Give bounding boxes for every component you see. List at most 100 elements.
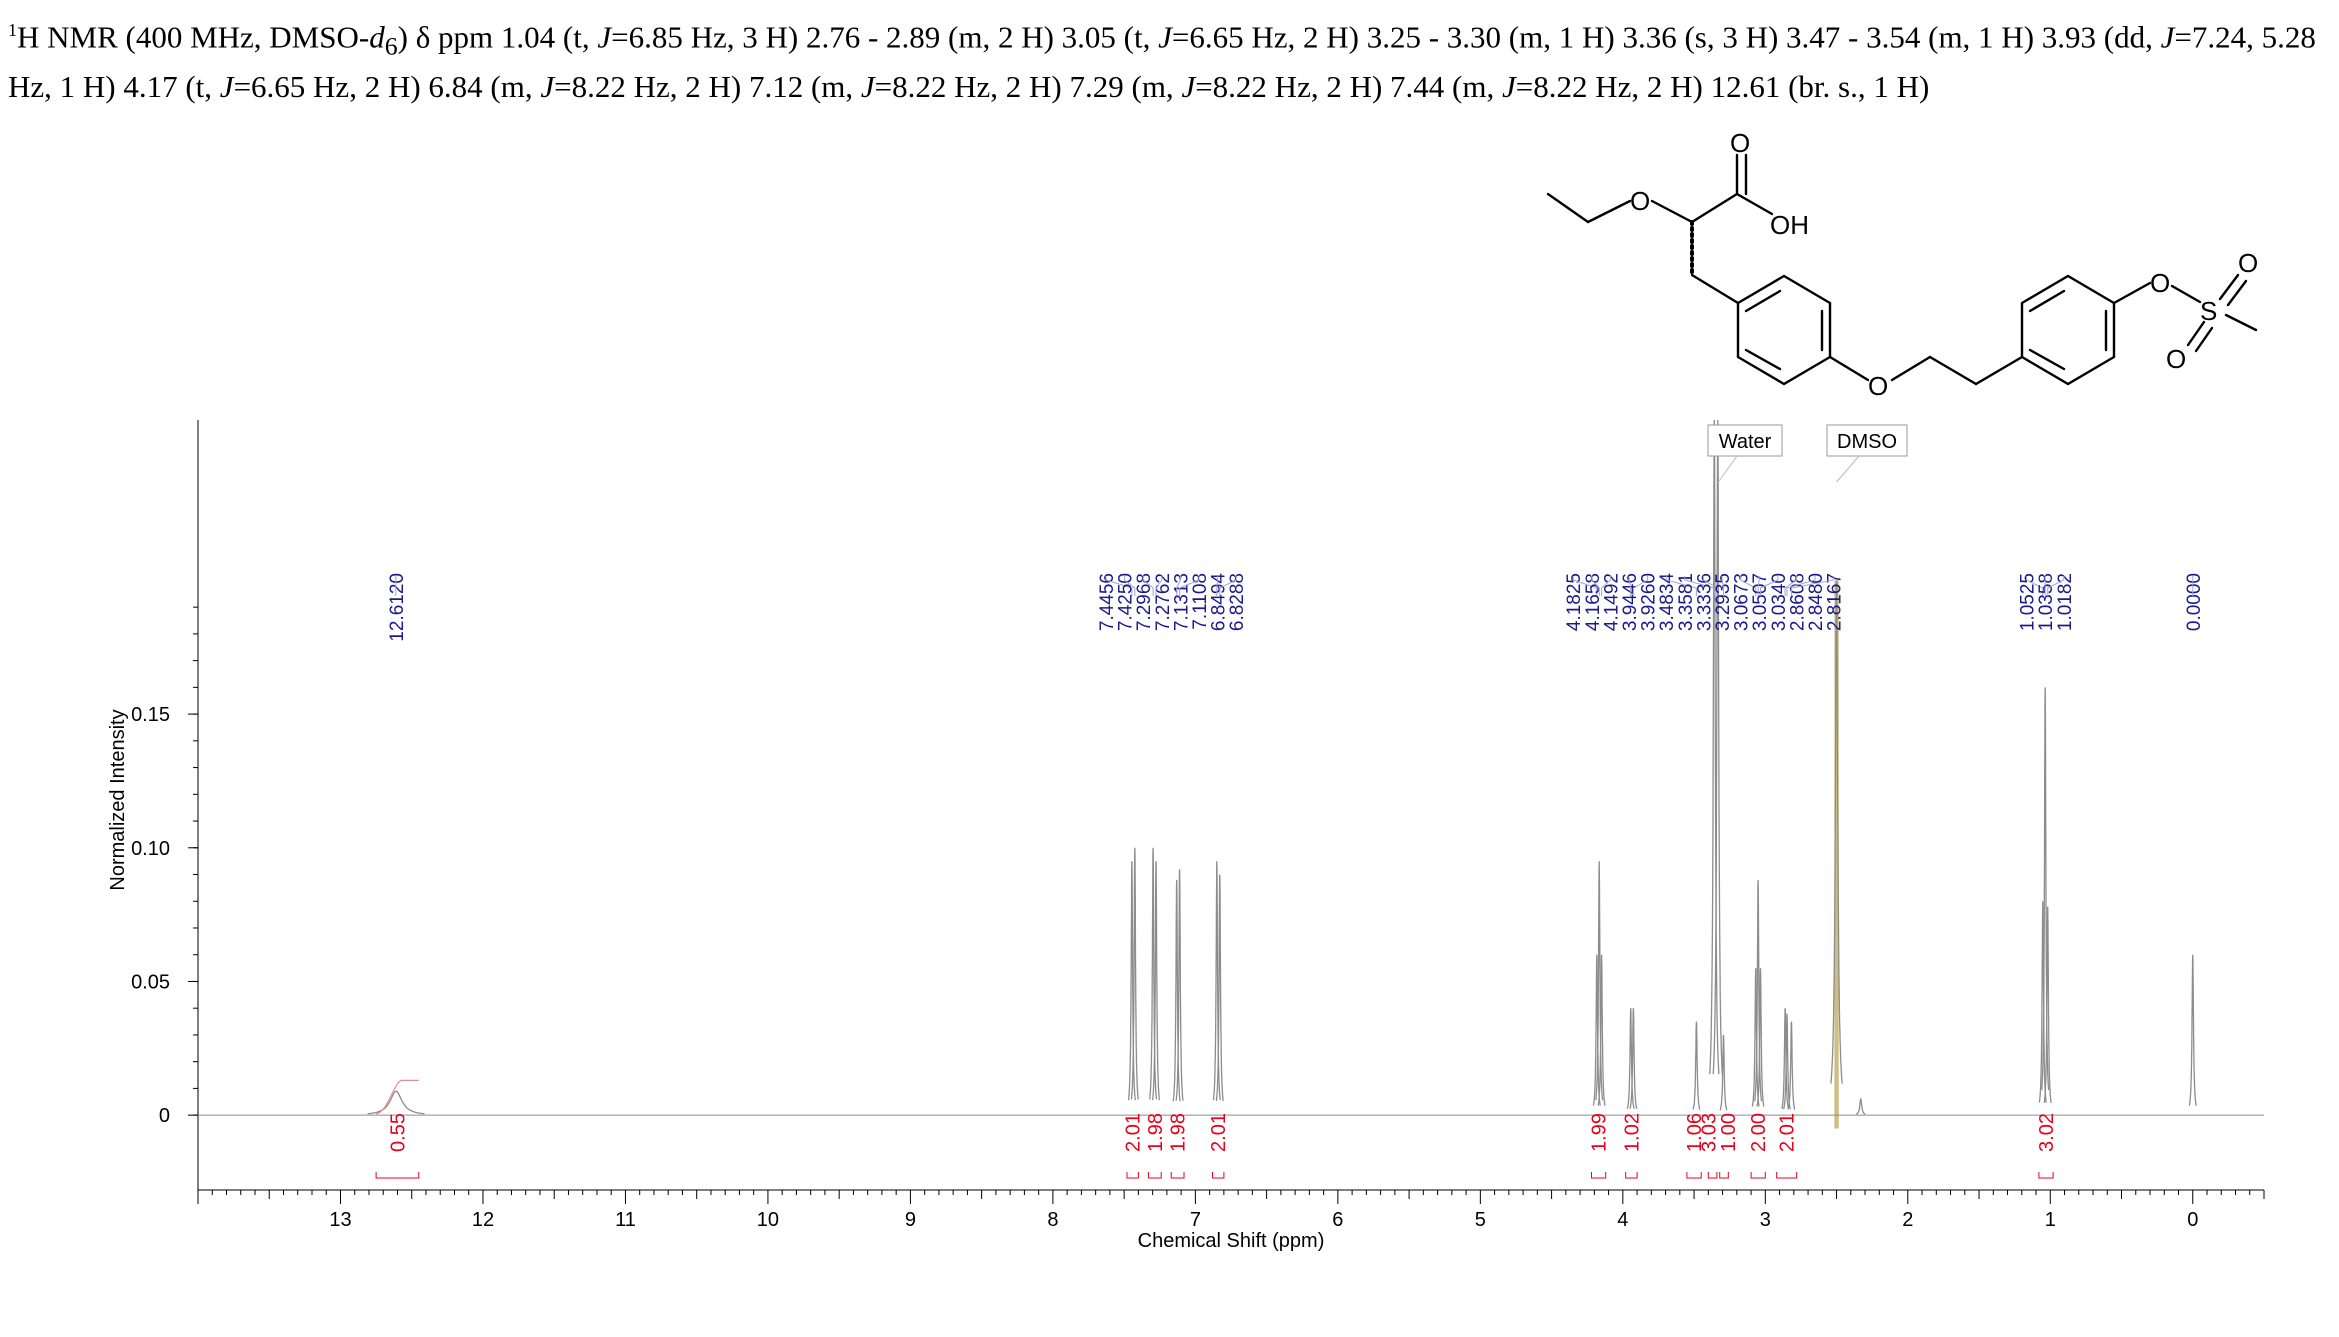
peak-label-leader xyxy=(1572,576,1598,596)
spectrum-peak xyxy=(1215,874,1224,1102)
spectrum-peak xyxy=(1855,1097,1866,1115)
description-run-7: =6.65 Hz, 2 H) 3.25 - 3.30 (m, 1 H) 3.36… xyxy=(1171,19,2161,55)
dmso-band xyxy=(1834,580,1839,1129)
y-tick-label: 0.15 xyxy=(131,704,170,726)
spectrum-peak xyxy=(1756,968,1765,1107)
nucleus-mass: 1 xyxy=(8,20,17,40)
spectrum-peak xyxy=(1712,419,1723,1075)
peak-label-leader xyxy=(2026,576,2044,596)
spectrum-peak xyxy=(1692,1021,1701,1110)
integral-bracket xyxy=(1212,1172,1225,1179)
x-tick-label: 2 xyxy=(1902,1209,1913,1231)
y-axis-label: Normalized Intensity xyxy=(107,709,129,890)
atom-label: O xyxy=(2238,248,2258,278)
peak-label-leader xyxy=(1105,576,1133,596)
peak-label-leader xyxy=(1665,576,1697,596)
description-run-14: J xyxy=(860,68,875,104)
x-tick-label: 1 xyxy=(2045,1209,2056,1231)
peak-label-leader xyxy=(1179,576,1200,596)
description-run-12: J xyxy=(540,68,555,104)
peak-label: 3.3581 xyxy=(1676,573,1697,631)
description-run-13: =8.22 Hz, 2 H) 7.12 (m, xyxy=(554,68,861,104)
integral-label: 1.00 xyxy=(1718,1113,1740,1152)
integral-label: 2.00 xyxy=(1748,1113,1770,1152)
peak-label-leader xyxy=(1790,576,1835,596)
spectrum-peak xyxy=(1709,419,1720,1075)
integral-bracket xyxy=(1147,1172,1162,1179)
integral-label: 1.99 xyxy=(1589,1113,1611,1152)
peak-label-leader xyxy=(1757,576,1760,596)
integral-label: 0.55 xyxy=(388,1113,410,1152)
integral-label: 2.01 xyxy=(1208,1113,1230,1152)
spectrum-peak xyxy=(1629,1008,1638,1110)
integral-bracket xyxy=(375,1172,420,1179)
x-tick-label: 7 xyxy=(1190,1209,1201,1231)
peak-label-leader xyxy=(1155,576,1163,596)
spectrum-peak xyxy=(1212,861,1221,1101)
description-run-8: J xyxy=(2160,19,2175,55)
description-run-2: 6 xyxy=(384,31,398,61)
spectrum-peak xyxy=(1151,861,1161,1101)
peak-label-leader xyxy=(1702,576,1719,596)
description-run-10: J xyxy=(219,68,234,104)
description-run-18: J xyxy=(1501,68,1516,104)
dmso-solvent-band xyxy=(1834,580,1839,1129)
description-run-3: ) δ ppm 1.04 (t, xyxy=(397,19,598,55)
peak-label-leader xyxy=(1176,576,1181,596)
integral-bracket xyxy=(1686,1172,1702,1179)
spectrum-peak xyxy=(1830,580,1843,1084)
peak-label: 0.0000 xyxy=(2184,573,2205,631)
annotation-box xyxy=(1826,424,1908,457)
atom-label: OH xyxy=(1770,210,1809,240)
peak-label-leader xyxy=(1684,576,1715,596)
spectrum-peak xyxy=(2041,687,2050,1091)
integral-label: 1.98 xyxy=(1168,1113,1190,1152)
integral-bracket xyxy=(2038,1172,2054,1179)
plot-frame xyxy=(197,420,2264,1191)
integral-bracket xyxy=(1625,1172,1638,1179)
peak-label-leader xyxy=(1124,576,1136,596)
x-tick-label: 10 xyxy=(757,1209,779,1231)
peak-label: 2.8167 xyxy=(1825,573,1846,631)
integral-label: 1.02 xyxy=(1621,1113,1643,1152)
description-run-17: =8.22 Hz, 2 H) 7.44 (m, xyxy=(1195,68,1502,104)
integral-label: 2.01 xyxy=(1777,1113,1799,1152)
peak-label-leader xyxy=(2047,576,2065,596)
x-axis-label: Chemical Shift (ppm) xyxy=(1138,1230,1325,1252)
atom-label: O xyxy=(1630,186,1650,216)
peak-label: 3.3336 xyxy=(1694,573,1715,631)
spectrum-peak xyxy=(2043,906,2052,1103)
peak-label: 1.0525 xyxy=(2018,573,2039,631)
x-tick-label: 0 xyxy=(2187,1209,2198,1231)
x-tick-label: 5 xyxy=(1475,1209,1486,1231)
x-tick-label: 9 xyxy=(905,1209,916,1231)
annotation-label: Water xyxy=(1719,431,1772,453)
x-tick-label: 4 xyxy=(1617,1209,1628,1231)
description-run-5: =6.85 Hz, 3 H) 2.76 - 2.89 (m, 2 H) 3.05… xyxy=(611,19,1159,55)
integral-bracket xyxy=(1707,1172,1718,1179)
spectrum-peak xyxy=(1787,1021,1796,1110)
description-run-0: H NMR (400 MHz, DMSO- xyxy=(17,19,370,55)
peak-label-leader xyxy=(1632,576,1649,596)
integral-label: 1.06 xyxy=(1684,1113,1706,1152)
peak-label: 3.9260 xyxy=(1639,573,1660,631)
integral-bracket xyxy=(1591,1172,1607,1179)
peak-label: 3.0507 xyxy=(1750,573,1771,631)
spectrum-peak xyxy=(1626,1008,1635,1109)
x-tick-label: 13 xyxy=(329,1209,351,1231)
peak-label: 2.8480 xyxy=(1806,573,1827,631)
peak-label-leader xyxy=(1601,576,1611,596)
atom-label: S xyxy=(2200,296,2217,326)
peak-label: 7.2968 xyxy=(1134,573,1155,631)
description-run-11: =6.65 Hz, 2 H) 6.84 (m, xyxy=(233,68,541,104)
spectrum-peak xyxy=(2188,954,2197,1106)
integral-bracket xyxy=(1170,1172,1185,1179)
integral-label: 1.98 xyxy=(1145,1113,1167,1152)
annotation-leader xyxy=(1717,455,1738,483)
atom-label: O xyxy=(1868,371,1888,401)
description-run-19: =8.22 Hz, 2 H) 12.61 (br. s., 1 H) xyxy=(1515,68,1930,104)
